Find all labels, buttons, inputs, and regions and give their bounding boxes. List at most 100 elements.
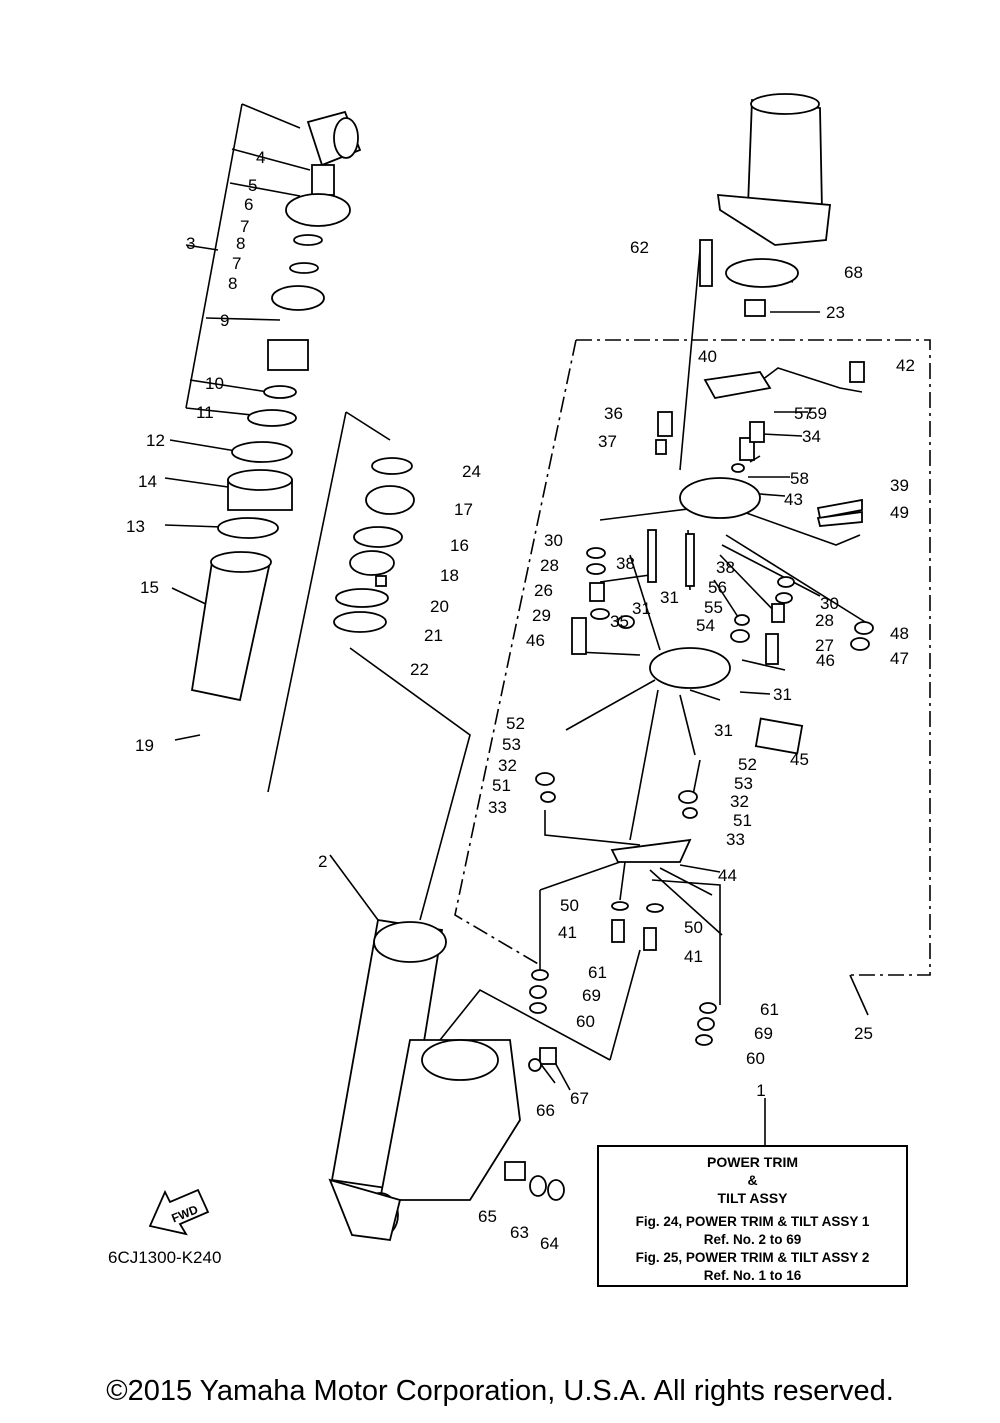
part-number-label: 63 xyxy=(510,1223,529,1242)
part-number-label: 65 xyxy=(478,1207,497,1226)
part-number-label: 35 xyxy=(610,612,629,631)
part-number-label: 20 xyxy=(430,597,449,616)
part-number-label: 46 xyxy=(816,651,835,670)
part-number-label: 4 xyxy=(256,148,265,167)
part-number-label: 31 xyxy=(714,721,733,740)
part-number-label: 60 xyxy=(576,1012,595,1031)
leader-lines xyxy=(164,103,931,1145)
part-number-label: 48 xyxy=(890,624,909,643)
part-number-label: 61 xyxy=(760,1000,779,1019)
part-labels: 2 3 4 5 6 7 8 7 8 9 10 11 12 13 14 15 17… xyxy=(126,148,915,1253)
part-number-label: 31 xyxy=(632,599,651,618)
part-number-label: 23 xyxy=(826,303,845,322)
callout-ref-fig25: Fig. 25, POWER TRIM & TILT ASSY 2 xyxy=(635,1250,870,1265)
part-number-label: 14 xyxy=(138,472,157,491)
part-number-label: 42 xyxy=(896,356,915,375)
part-number-label: 26 xyxy=(534,581,553,600)
part-number-label: 11 xyxy=(196,403,214,422)
part-number-label: 7 xyxy=(240,217,249,236)
part-number-label: 30 xyxy=(544,531,563,550)
part-number-label: 30 xyxy=(820,594,839,613)
part-number-label: 68 xyxy=(844,263,863,282)
part-number-label: 5 xyxy=(248,176,257,195)
part-number-label: 29 xyxy=(532,606,551,625)
part-number-label: 50 xyxy=(560,896,579,915)
part-number-label: 60 xyxy=(746,1049,765,1068)
callout-title-line2: & xyxy=(747,1172,758,1188)
part-number-label: 8 xyxy=(228,274,237,293)
part-number-label: 67 xyxy=(570,1089,589,1108)
part-number-label: 45 xyxy=(790,750,809,769)
part-number-label: 51 xyxy=(492,776,511,795)
part-number-label: 17 xyxy=(454,500,473,519)
part-number-label: 41 xyxy=(684,947,703,966)
part-number-label: 46 xyxy=(526,631,545,650)
part-number-label: 13 xyxy=(126,517,145,536)
part-number-label: 21 xyxy=(424,626,443,645)
part-number-label: 28 xyxy=(540,556,559,575)
part-number-label: 28 xyxy=(815,611,834,630)
part-number-label: 66 xyxy=(536,1101,555,1120)
part-number-label: 57 xyxy=(794,404,813,423)
part-number-label: 38 xyxy=(616,554,635,573)
part-number-label: 43 xyxy=(784,490,803,509)
part-number-label: 64 xyxy=(540,1234,559,1253)
part-number-label: 51 xyxy=(733,811,752,830)
part-number-label: 10 xyxy=(205,374,224,393)
part-number-label: 15 xyxy=(140,578,159,597)
callout-ref-label: 1 xyxy=(756,1081,765,1100)
copyright-notice: ©2015 Yamaha Motor Corporation, U.S.A. A… xyxy=(106,1375,894,1407)
part-number-label: 24 xyxy=(462,462,481,481)
part-number-label: 40 xyxy=(698,347,717,366)
part-number-label: 12 xyxy=(146,431,165,450)
part-number-label: 33 xyxy=(488,798,507,817)
part-number-label: 36 xyxy=(604,404,623,423)
part-number-label: 34 xyxy=(802,427,821,446)
reference-callout-box: POWER TRIM & TILT ASSY Fig. 24, POWER TR… xyxy=(597,1145,908,1287)
part-number-label: 25 xyxy=(854,1024,873,1043)
part-number-label: 8 xyxy=(236,234,245,253)
part-number-label: 31 xyxy=(773,685,792,704)
part-number-label: 47 xyxy=(890,649,909,668)
part-number-label: 62 xyxy=(630,238,649,257)
part-number-label: 39 xyxy=(890,476,909,495)
part-number-label: 31 xyxy=(660,588,679,607)
part-number-label: 19 xyxy=(135,736,154,755)
part-number-label: 3 xyxy=(186,234,195,253)
part-number-label: 56 xyxy=(708,578,727,597)
part-number-label: 53 xyxy=(502,735,521,754)
part-number-label: 58 xyxy=(790,469,809,488)
part-number-label: 16 xyxy=(450,536,469,555)
part-number-label: 52 xyxy=(506,714,525,733)
callout-ref-fig24-range: Ref. No. 2 to 69 xyxy=(703,1232,802,1247)
parts-art xyxy=(148,93,874,1241)
part-number-label: 22 xyxy=(410,660,429,679)
callout-title-line1: POWER TRIM xyxy=(707,1154,798,1170)
part-number-label: 44 xyxy=(718,866,737,885)
part-number-label: 27 xyxy=(815,636,834,655)
part-number-label: 32 xyxy=(730,792,749,811)
part-number-label: 61 xyxy=(588,963,607,982)
part-number-label: 18 xyxy=(440,566,459,585)
part-number-label: 41 xyxy=(558,923,577,942)
part-number-label: 54 xyxy=(696,616,715,635)
part-number-label: 52 xyxy=(738,755,757,774)
part-number-label: 49 xyxy=(890,503,909,522)
part-number-label: 69 xyxy=(582,986,601,1005)
part-number-label: 9 xyxy=(220,311,229,330)
callout-ref-fig25-range: Ref. No. 1 to 16 xyxy=(703,1268,802,1283)
callout-title-line3: TILT ASSY xyxy=(717,1190,788,1206)
callout-ref-fig24: Fig. 24, POWER TRIM & TILT ASSY 1 xyxy=(635,1214,870,1229)
part-number-label: 53 xyxy=(734,774,753,793)
diagram-code: 6CJ1300-K240 xyxy=(108,1248,221,1267)
part-number-label: 32 xyxy=(498,756,517,775)
part-number-label: 50 xyxy=(684,918,703,937)
part-number-label: 37 xyxy=(598,432,617,451)
part-number-label: 55 xyxy=(704,598,723,617)
part-number-label: 59 xyxy=(808,404,827,423)
part-number-label: 7 xyxy=(232,254,241,273)
part-number-label: 38 xyxy=(716,558,735,577)
part-number-label: 6 xyxy=(244,195,253,214)
part-number-label: 2 xyxy=(318,852,327,871)
